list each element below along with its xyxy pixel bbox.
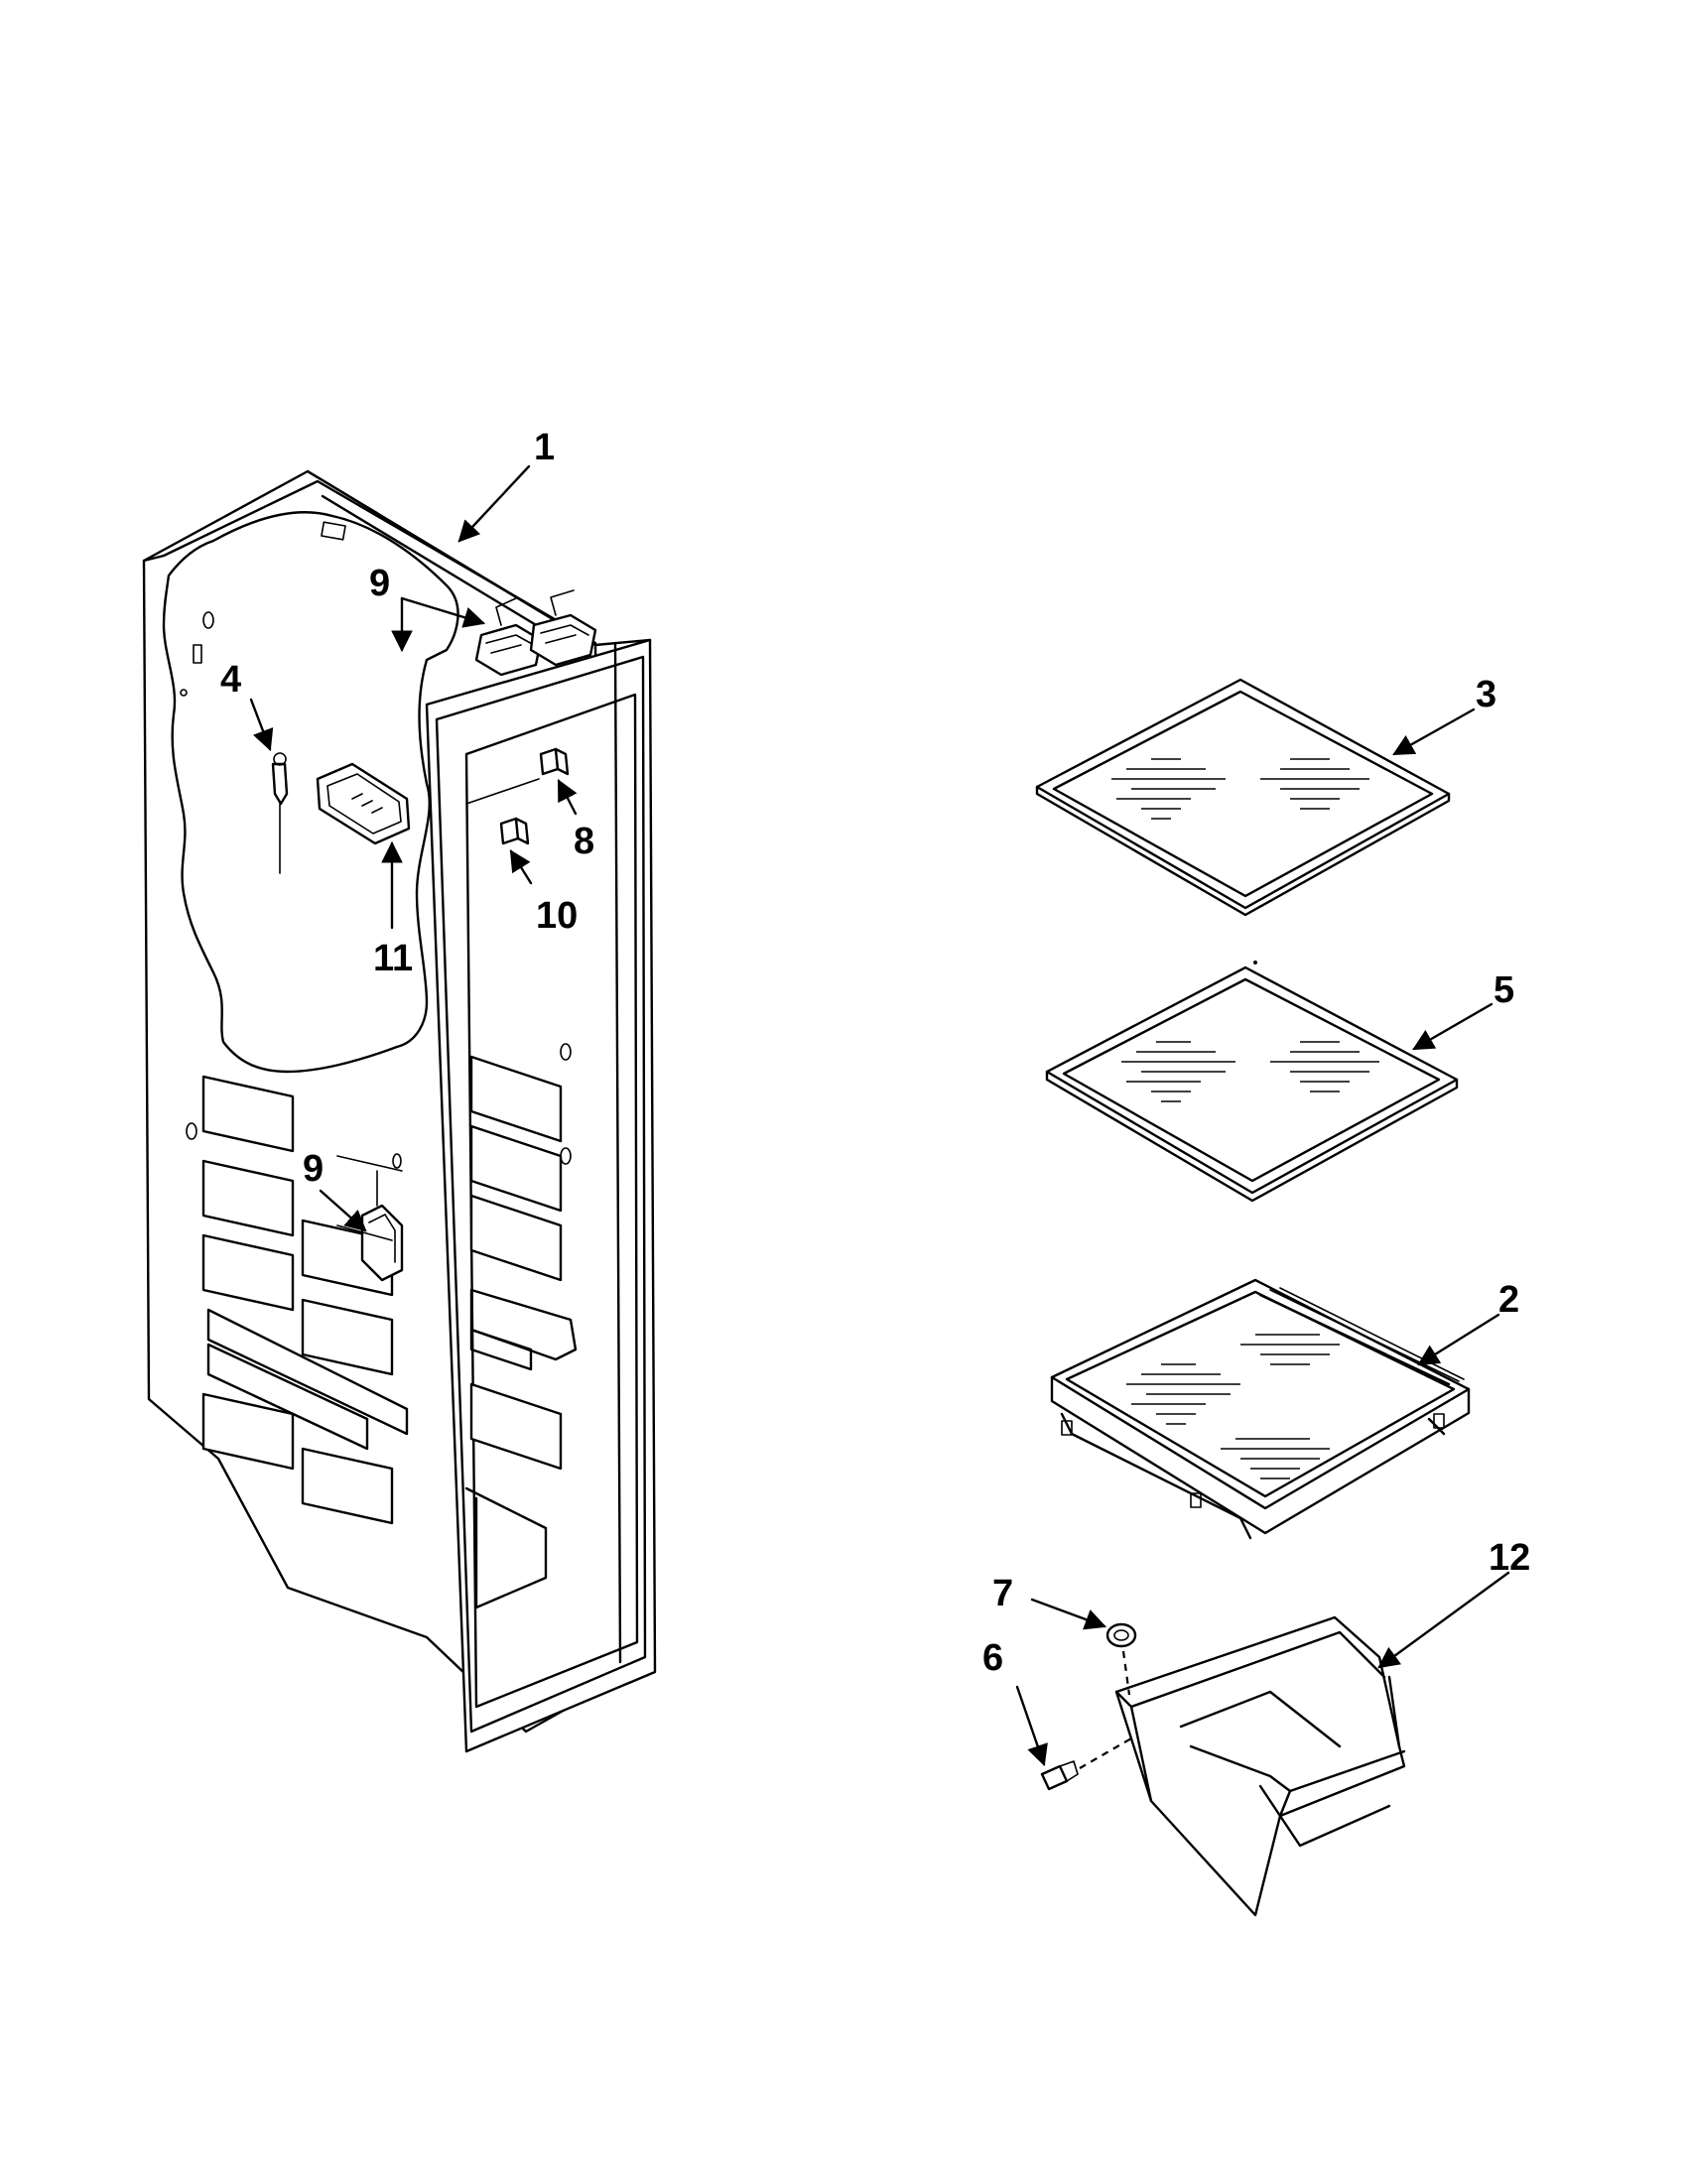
- refrigerator-liner: [142, 469, 657, 1753]
- leader-lines: [249, 464, 1510, 1767]
- roller-axle: [1040, 1650, 1132, 1791]
- control-housing: [316, 762, 411, 845]
- callout-6: 6: [982, 1637, 1003, 1679]
- callout-7: 7: [992, 1573, 1013, 1614]
- callout-10: 10: [536, 895, 578, 937]
- callout-2: 2: [1498, 1279, 1519, 1321]
- callout-5: 5: [1493, 969, 1514, 1011]
- callout-9-lower: 9: [303, 1148, 324, 1190]
- spill-proof-shelf: [1050, 1278, 1471, 1540]
- callout-1: 1: [534, 427, 555, 468]
- callout-12: 12: [1489, 1537, 1530, 1579]
- thermistor-pair-top: [474, 589, 597, 677]
- callout-8: 8: [574, 821, 594, 862]
- roller: [1105, 1622, 1137, 1648]
- callout-11: 11: [373, 938, 413, 979]
- temperature-sensor-probe: [271, 752, 289, 874]
- glass-shelf-middle: [1045, 961, 1459, 1203]
- callout-4: 4: [220, 659, 241, 701]
- callout-3: 3: [1476, 674, 1496, 715]
- shelf-clip-upper: [465, 747, 570, 805]
- thermistor-lower: [336, 1155, 404, 1282]
- shelf-clip-lower: [499, 817, 530, 845]
- crisper-pan: [1114, 1615, 1406, 1917]
- glass-shelf-upper: [1035, 678, 1451, 917]
- callout-9-top: 9: [369, 563, 390, 604]
